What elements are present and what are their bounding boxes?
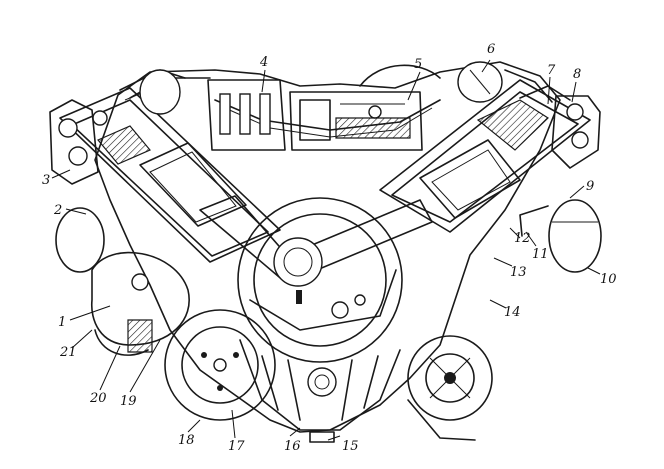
callout-17: 17 <box>228 439 245 454</box>
right-filter-housing <box>519 199 602 273</box>
right-turbine <box>407 335 493 441</box>
callout-20: 20 <box>89 391 107 406</box>
top-fuel-pump-assembly <box>207 64 441 151</box>
callout-16: 16 <box>284 439 301 454</box>
callout-15: 15 <box>342 439 359 454</box>
top-round-housings <box>139 61 503 115</box>
crankshaft-assembly <box>237 197 403 363</box>
callout-18: 18 <box>178 433 195 448</box>
callout-labels: 1 2 3 4 5 6 7 8 9 10 11 12 13 14 15 16 1… <box>42 42 617 454</box>
callout-8: 8 <box>573 67 581 82</box>
callout-19: 19 <box>120 394 137 409</box>
lower-crankcase <box>239 339 401 443</box>
left-starter-housing <box>55 207 190 356</box>
left-cylinder-bank <box>49 69 301 283</box>
right-cylinder-bank <box>299 79 601 273</box>
lower-left-pump <box>164 309 276 421</box>
callout-2: 2 <box>53 203 62 218</box>
callout-11: 11 <box>532 247 549 262</box>
callout-1: 1 <box>58 315 66 330</box>
callout-5: 5 <box>414 57 422 72</box>
callout-14: 14 <box>504 305 521 320</box>
callout-4: 4 <box>259 55 268 70</box>
callout-12: 12 <box>514 231 531 246</box>
callout-6: 6 <box>487 42 495 57</box>
callout-9: 9 <box>586 179 594 194</box>
callout-13: 13 <box>510 265 527 280</box>
callout-21: 21 <box>59 345 77 360</box>
callout-7: 7 <box>547 63 556 78</box>
leader-lines <box>51 59 601 441</box>
callout-3: 3 <box>42 173 50 188</box>
callout-10: 10 <box>600 272 617 287</box>
